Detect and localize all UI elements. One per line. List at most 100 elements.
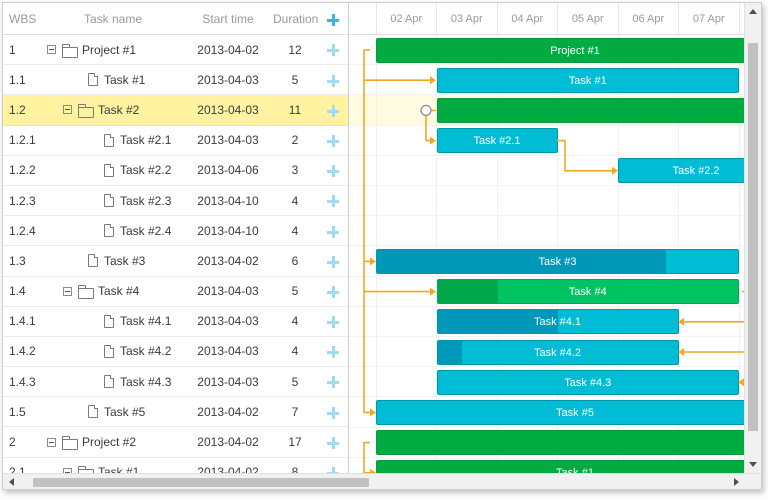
- plus-icon: [327, 255, 339, 268]
- task-name-cell[interactable]: Task #4.2: [43, 344, 183, 358]
- bar-label: Task #4.1: [533, 316, 582, 329]
- project-bar[interactable]: [376, 430, 744, 456]
- collapse-toggle-icon[interactable]: [47, 45, 56, 55]
- task-bar[interactable]: Task #5: [376, 399, 744, 425]
- column-header-wbs[interactable]: WBS: [9, 12, 37, 26]
- task-name-cell[interactable]: Task #4.1: [43, 314, 183, 328]
- start-time-cell: 2013-04-03: [197, 102, 259, 117]
- project-bar[interactable]: Task #1: [376, 460, 744, 473]
- plus-icon: [327, 104, 339, 117]
- duration-cell: 17: [288, 435, 302, 450]
- task-name-cell[interactable]: Task #2: [43, 102, 183, 118]
- task-name-cell[interactable]: Task #1: [43, 73, 183, 87]
- folder-icon: [78, 103, 94, 118]
- horizontal-scroll-thumb[interactable]: [33, 478, 369, 487]
- task-name-cell[interactable]: Task #1: [43, 465, 183, 473]
- task-name-cell[interactable]: Task #2.3: [43, 194, 183, 208]
- add-subtask-button[interactable]: [317, 405, 348, 419]
- task-name-cell[interactable]: Project #2: [43, 435, 183, 451]
- project-bar[interactable]: Task #4: [436, 279, 739, 305]
- collapse-toggle-icon[interactable]: [63, 105, 72, 115]
- task-name-text: Task #5: [104, 404, 146, 419]
- add-subtask-button[interactable]: [317, 43, 348, 57]
- column-header-task-name[interactable]: Task name: [83, 12, 143, 26]
- wbs-cell: 1.2.3: [9, 193, 36, 208]
- add-subtask-button[interactable]: [317, 435, 348, 449]
- task-bar[interactable]: Task #4.2: [436, 339, 679, 365]
- add-subtask-button[interactable]: [317, 133, 348, 147]
- task-bar[interactable]: Task #4.1: [436, 309, 679, 335]
- add-subtask-button[interactable]: [317, 375, 348, 389]
- scroll-down-arrow[interactable]: [749, 462, 757, 467]
- column-header-duration[interactable]: Duration: [273, 12, 319, 26]
- task-name-cell[interactable]: Task #4.3: [43, 375, 183, 389]
- plus-icon: [327, 467, 339, 473]
- vertical-scroll-thumb[interactable]: [748, 43, 758, 431]
- scroll-right-arrow[interactable]: [734, 478, 739, 486]
- task-name-text: Task #2: [98, 102, 140, 117]
- add-subtask-button[interactable]: [317, 284, 348, 298]
- project-bar[interactable]: [436, 97, 744, 123]
- collapse-toggle-icon[interactable]: [47, 437, 56, 447]
- add-subtask-button[interactable]: [317, 254, 348, 268]
- wbs-cell: 1.5: [9, 404, 26, 419]
- task-name-cell[interactable]: Task #3: [43, 254, 183, 268]
- horizontal-scrollbar[interactable]: [3, 473, 761, 489]
- collapse-toggle-icon[interactable]: [63, 286, 72, 296]
- project-bar[interactable]: Project #1: [376, 37, 744, 63]
- wbs-cell: 1.2.2: [9, 163, 36, 178]
- vertical-scrollbar[interactable]: [744, 3, 761, 473]
- task-name-cell[interactable]: Project #1: [43, 43, 183, 58]
- add-subtask-button[interactable]: [317, 465, 348, 473]
- task-name-text: Task #3: [104, 253, 146, 268]
- duration-cell: 4: [291, 223, 299, 238]
- add-subtask-button[interactable]: [317, 163, 348, 178]
- task-name-cell[interactable]: Task #2.4: [43, 224, 183, 238]
- scale-day-cell: 05 Apr: [558, 3, 619, 35]
- add-subtask-button[interactable]: [317, 224, 348, 238]
- task-name-cell[interactable]: Task #2.1: [43, 133, 183, 147]
- add-subtask-button[interactable]: [317, 103, 348, 117]
- task-name-cell[interactable]: Task #2.2: [43, 163, 183, 177]
- duration-cell: 5: [291, 374, 299, 389]
- task-bar[interactable]: Task #1: [436, 67, 739, 93]
- scroll-up-arrow[interactable]: [749, 9, 757, 14]
- plus-icon: [327, 436, 339, 449]
- add-task-header-button[interactable]: [317, 3, 348, 35]
- task-name-cell[interactable]: Task #4: [43, 284, 183, 300]
- collapse-toggle-icon[interactable]: [63, 467, 72, 473]
- add-subtask-button[interactable]: [317, 314, 348, 329]
- row-gridline: [350, 245, 744, 247]
- task-bar[interactable]: Task #3: [376, 248, 739, 274]
- task-bar[interactable]: Task #2.2: [618, 158, 744, 184]
- add-subtask-button[interactable]: [317, 73, 348, 87]
- task-bar[interactable]: Task #2.1: [436, 128, 558, 154]
- add-subtask-button[interactable]: [317, 194, 348, 208]
- add-subtask-button[interactable]: [317, 344, 348, 359]
- file-icon: [104, 133, 114, 147]
- scroll-left-arrow[interactable]: [9, 478, 14, 486]
- task-bar[interactable]: Task #4.3: [436, 369, 739, 395]
- plus-icon: [327, 74, 339, 87]
- plus-icon: [327, 346, 339, 359]
- task-name-cell[interactable]: Task #5: [43, 405, 183, 419]
- plus-icon: [327, 285, 339, 298]
- column-header-start-time[interactable]: Start time: [202, 12, 254, 26]
